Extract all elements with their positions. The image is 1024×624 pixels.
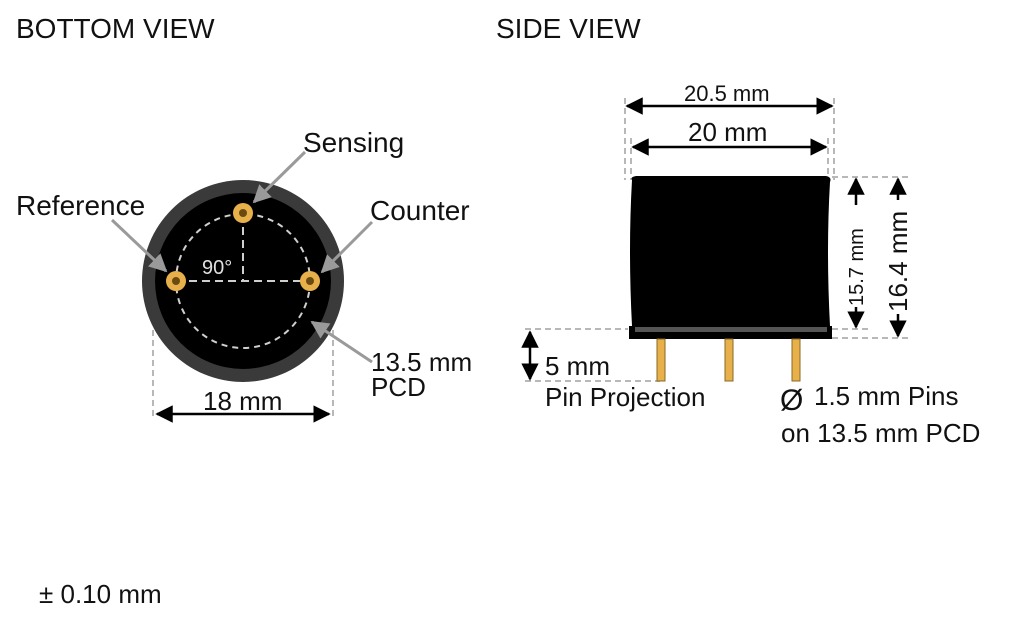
dim-body-width-label: 20 mm <box>688 117 767 147</box>
label-reference: Reference <box>16 190 145 221</box>
leader-sensing <box>252 150 307 204</box>
diameter-symbol: Ø <box>780 384 803 417</box>
sensor-body <box>630 176 831 326</box>
pin-diameter-label: 1.5 mm Pins <box>814 381 959 411</box>
leader-pcd <box>310 320 373 364</box>
pin-pcd-label: on 13.5 mm PCD <box>781 418 980 448</box>
pin-projection-caption: Pin Projection <box>545 382 705 412</box>
sensor-base-edge <box>635 327 827 332</box>
dim-body-height-bg <box>844 205 868 307</box>
pin-right <box>791 338 801 382</box>
label-pcd-value: 13.5 mm <box>371 347 472 377</box>
pin-center <box>724 338 734 382</box>
dim-diameter-label: 18 mm <box>203 386 282 416</box>
pin-left <box>656 338 666 382</box>
leader-reference <box>110 218 168 273</box>
dim-total-height-label: 16.4 mm <box>883 211 913 312</box>
pin-counter <box>300 271 320 291</box>
pin-sensing <box>233 203 253 223</box>
dim-body-height-label: 15.7 mm <box>846 228 868 306</box>
angle-label: 90° <box>202 257 232 279</box>
dim-total-height-bg <box>884 200 912 314</box>
dim-outer-width-label: 20.5 mm <box>684 81 770 106</box>
side-view-title: SIDE VIEW <box>496 13 641 44</box>
label-sensing: Sensing <box>303 127 404 158</box>
pin-reference <box>166 271 186 291</box>
label-pcd-unit: PCD <box>371 372 426 402</box>
dim-pin-length-label: 5 mm <box>545 351 610 381</box>
bottom-view-title: BOTTOM VIEW <box>16 13 215 44</box>
label-counter: Counter <box>370 195 470 226</box>
leader-counter <box>320 220 374 274</box>
tolerance-note: ± 0.10 mm <box>39 579 162 609</box>
